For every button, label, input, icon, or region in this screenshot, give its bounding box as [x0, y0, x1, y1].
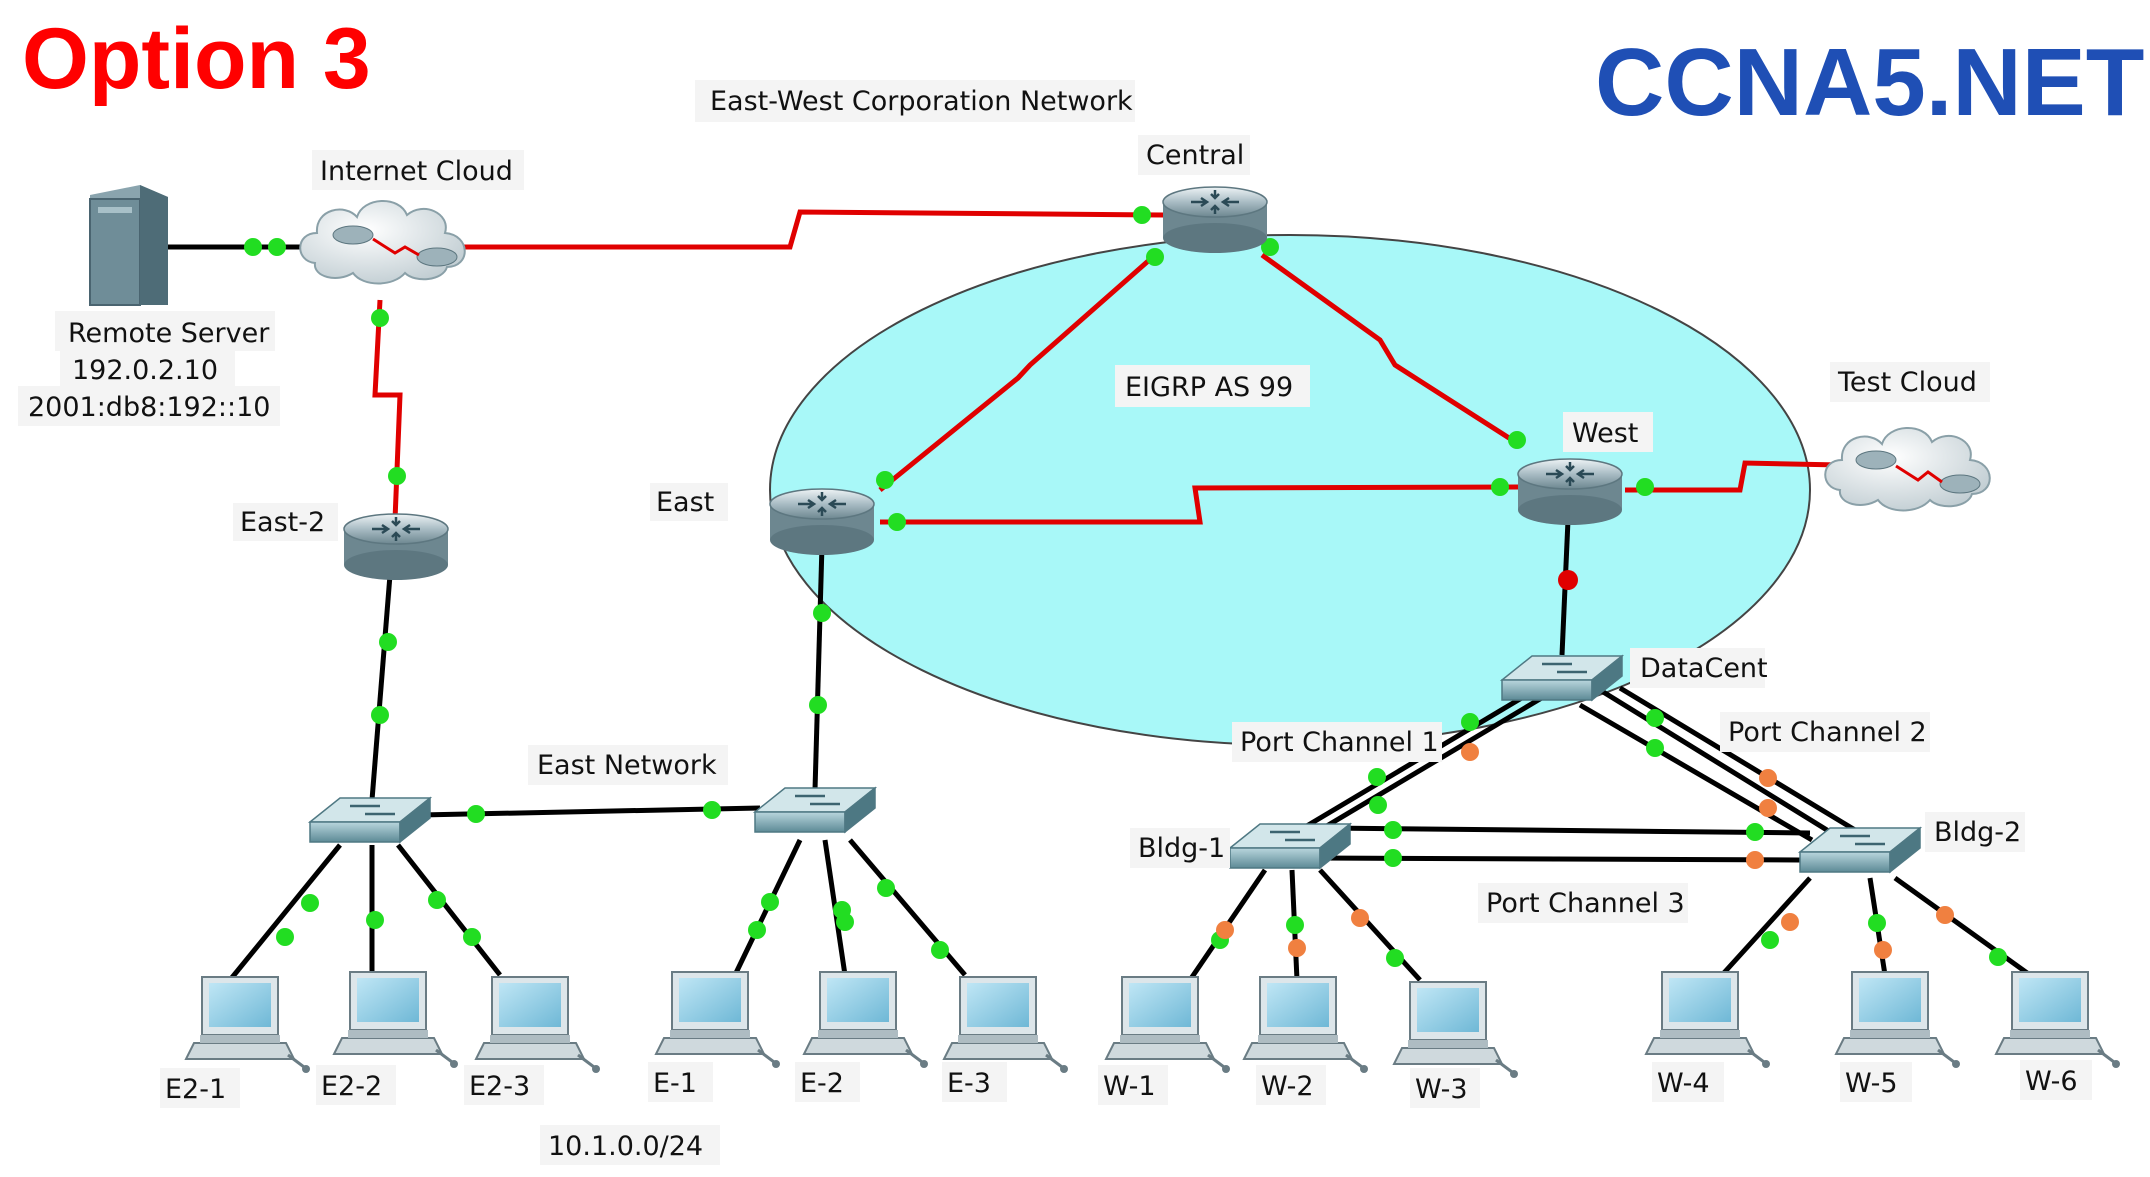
pc-icon [942, 975, 1070, 1075]
router-icon [342, 512, 450, 582]
pc-label: E2-2 [321, 1071, 382, 1102]
router-icon [768, 487, 876, 557]
pc-icon [654, 970, 782, 1070]
switch-icon [1798, 826, 1922, 874]
link-west-testcloud[interactable] [1625, 460, 1841, 493]
switch-icon [308, 796, 432, 844]
router-icon [1516, 457, 1624, 527]
link-internet-east2[interactable] [372, 299, 403, 521]
network-name-label: East-West Corporation Network [710, 86, 1133, 117]
pc-icon [184, 975, 312, 1075]
pc-icon [474, 975, 602, 1075]
east2-router[interactable] [342, 512, 450, 582]
link-east2-e2switch[interactable] [369, 574, 393, 801]
pc-icon [1392, 980, 1520, 1080]
pc-e2-1[interactable] [184, 975, 312, 1075]
bldg2-label: Bldg-2 [1934, 817, 2021, 848]
internet-cloud[interactable] [299, 199, 466, 285]
test-cloud[interactable] [1824, 426, 1991, 512]
test-cloud-label: Test Cloud [1837, 367, 1977, 398]
pc-label: E-1 [653, 1068, 697, 1099]
pc2-a[interactable] [1598, 687, 1837, 838]
pc-label: W-3 [1415, 1074, 1468, 1105]
pc-e-2[interactable] [802, 970, 930, 1070]
pc-w-1[interactable] [1104, 975, 1232, 1075]
bldg1-switch[interactable] [1228, 822, 1352, 870]
pc-label: W-2 [1261, 1071, 1314, 1102]
router-icon [1161, 185, 1269, 255]
brand-logo-text: CCNA5.NET [1595, 29, 2144, 136]
internet-cloud-label: Internet Cloud [320, 156, 513, 187]
pc-e-3[interactable] [942, 975, 1070, 1075]
pc-icon [802, 970, 930, 1070]
port-channel-1-label: Port Channel 1 [1240, 727, 1439, 758]
pc2-c[interactable] [1578, 702, 1814, 843]
pc-icon [1242, 975, 1370, 1075]
east-router[interactable] [768, 487, 876, 557]
link-status-indicators [244, 206, 2007, 967]
option-title: Option 3 [22, 11, 371, 107]
pc-label: E-3 [947, 1068, 991, 1099]
port-channel-2-label: Port Channel 2 [1728, 717, 1927, 748]
pc-w-3[interactable] [1392, 980, 1520, 1080]
pc-icon [1834, 970, 1962, 1070]
bldg1-label: Bldg-1 [1138, 833, 1225, 864]
e2-switch[interactable] [308, 796, 432, 844]
pc-icon [332, 970, 460, 1070]
remote-server-label: Remote Server [68, 318, 270, 349]
pc-w-5[interactable] [1834, 970, 1962, 1070]
link-central-east[interactable] [878, 253, 1157, 492]
subnet-label: 10.1.0.0/24 [548, 1131, 703, 1162]
eigrp-label: EIGRP AS 99 [1125, 372, 1293, 403]
remote-server-ipv6: 2001:db8:192::10 [28, 392, 270, 423]
pc-label: W-1 [1103, 1071, 1156, 1102]
link-internet-central[interactable] [460, 209, 1166, 250]
datacent-label: DataCent [1640, 653, 1768, 684]
link-central-west[interactable] [1260, 252, 1522, 448]
switch-icon [753, 786, 877, 834]
pc-label: W-5 [1845, 1068, 1898, 1099]
pc-label: W-4 [1657, 1068, 1710, 1099]
east2-label: East-2 [240, 507, 325, 538]
link-east-west[interactable] [880, 484, 1521, 525]
pc-w-2[interactable] [1242, 975, 1370, 1075]
pc-e-1[interactable] [654, 970, 782, 1070]
central-router[interactable] [1161, 185, 1269, 255]
serial-links [372, 209, 1841, 525]
pc-icon [1104, 975, 1232, 1075]
server-icon [89, 185, 168, 306]
remote-server[interactable] [89, 185, 168, 306]
port-channel-3-label: Port Channel 3 [1486, 888, 1685, 919]
pc-labels: E2-1 E2-2 E2-3 E-1 E-2 E-3 W-1 W-2 W-3 W… [160, 1060, 2092, 1108]
pc-label: E-2 [800, 1068, 844, 1099]
e-switch[interactable] [753, 786, 877, 834]
pc-icon [1644, 970, 1772, 1070]
pc-label: E2-1 [165, 1074, 226, 1105]
cloud-icon [299, 199, 466, 285]
west-router[interactable] [1516, 457, 1624, 527]
remote-server-ipv4: 192.0.2.10 [72, 355, 218, 386]
east-label: East [656, 487, 714, 518]
link-east-eswitch[interactable] [812, 544, 825, 791]
pc3-a[interactable] [1324, 825, 1811, 836]
bldg2-switch[interactable] [1798, 826, 1922, 874]
cloud-icon [1824, 426, 1991, 512]
pc-w-4[interactable] [1644, 970, 1772, 1070]
pc-w-6[interactable] [1994, 970, 2122, 1070]
pc-e2-3[interactable] [474, 975, 602, 1075]
switch-icon [1228, 822, 1352, 870]
west-label: West [1572, 418, 1638, 449]
pc-icon [1994, 970, 2122, 1070]
central-label: Central [1146, 140, 1244, 171]
east-network-label: East Network [537, 750, 717, 781]
pc-label: W-6 [2025, 1066, 2078, 1097]
pc-label: E2-3 [469, 1071, 530, 1102]
pc-e2-2[interactable] [332, 970, 460, 1070]
